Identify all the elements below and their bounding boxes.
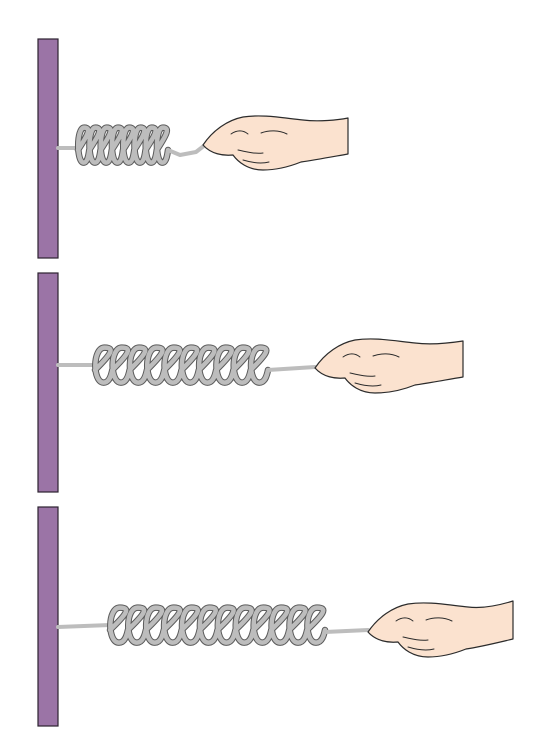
panel-more-stretched: [37, 506, 514, 727]
spring-coil: [75, 125, 171, 165]
wall-block: [37, 38, 59, 259]
hand-icon: [367, 600, 514, 658]
wall-block: [37, 272, 59, 493]
panel-stretched: [37, 272, 464, 493]
spring-wire-right: [266, 365, 317, 372]
spring-coil: [92, 345, 271, 385]
spring-wire-right: [323, 628, 370, 634]
spring-coil: [107, 605, 328, 645]
panel-compressed: [37, 38, 349, 259]
wall-block: [37, 506, 59, 727]
spring-wire-right: [166, 143, 207, 157]
spring-wire-left: [56, 623, 112, 629]
hand-icon: [202, 115, 349, 171]
hand-icon: [314, 338, 464, 394]
